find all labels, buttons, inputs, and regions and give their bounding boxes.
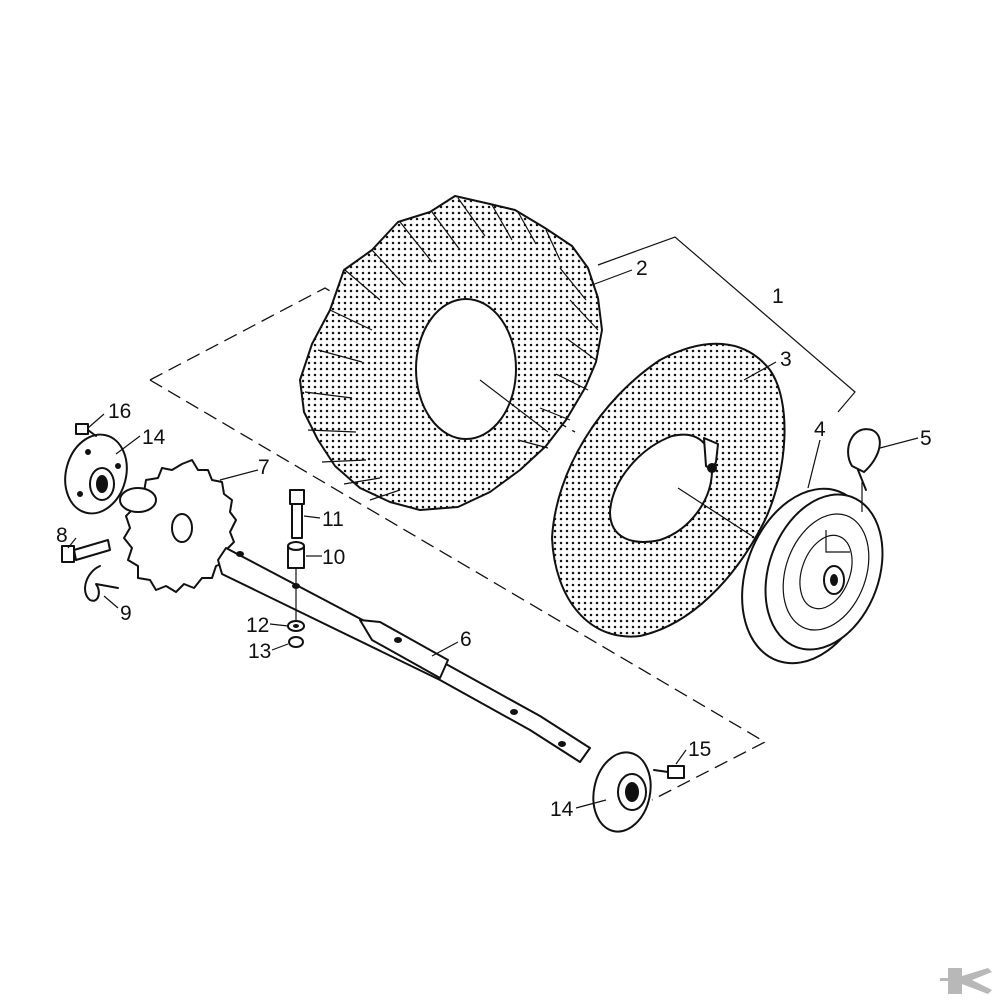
washer-12 [287, 620, 305, 632]
callout-10: 10 [322, 546, 345, 569]
spacer-10 [287, 541, 305, 569]
callout-5: 5 [920, 427, 932, 450]
callout-14-right: 14 [550, 798, 574, 821]
tire [299, 195, 603, 511]
callout-11: 11 [322, 508, 344, 531]
callout-16: 16 [108, 400, 131, 423]
callout-3: 3 [780, 348, 792, 371]
pin-8 [61, 539, 111, 563]
k-logo-icon [940, 968, 992, 994]
axle-shaft [217, 547, 591, 763]
lynch-pin [847, 428, 881, 491]
callout-9: 9 [120, 602, 132, 625]
callout-12: 12 [246, 614, 269, 637]
callout-15: 15 [688, 738, 711, 761]
bolt-11 [289, 489, 305, 539]
callout-14-left: 14 [142, 426, 166, 449]
leader-lines [67, 269, 919, 809]
callout-1: 1 [772, 285, 784, 308]
bolt-15 [653, 765, 685, 779]
rim [741, 482, 884, 665]
bolt-16 [75, 423, 97, 437]
callouts: 1 2 3 4 5 6 7 8 9 10 11 12 13 14 14 15 1… [56, 257, 932, 821]
callout-7: 7 [258, 456, 270, 479]
flange-bearing-left [64, 433, 128, 515]
inner-tube [551, 342, 786, 638]
bracket-1 [597, 236, 856, 413]
callout-8: 8 [56, 524, 68, 547]
callout-6: 6 [460, 628, 472, 651]
flange-bearing-right [592, 751, 652, 833]
callout-13: 13 [248, 640, 271, 663]
nut-13 [288, 636, 304, 648]
callout-4: 4 [814, 418, 826, 441]
callout-2: 2 [636, 257, 648, 280]
sprocket [119, 459, 237, 593]
clip-9 [84, 565, 119, 602]
